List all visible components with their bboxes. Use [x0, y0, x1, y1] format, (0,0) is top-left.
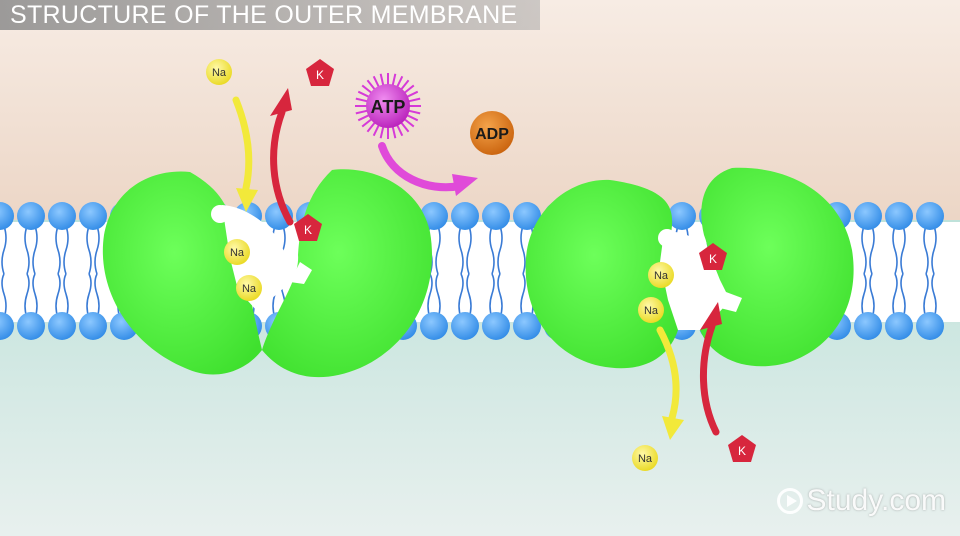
atp-molecule: ATP: [355, 73, 421, 139]
atp-to-adp-arrow: [378, 142, 464, 192]
potassium-ion: K: [294, 214, 322, 241]
sodium-ion: Na: [236, 275, 262, 301]
svg-text:Na: Na: [242, 283, 257, 295]
title-bar: STRUCTURE OF THE OUTER MEMBRANE: [0, 0, 540, 30]
svg-text:Na: Na: [212, 67, 227, 79]
svg-text:K: K: [304, 223, 312, 237]
adp-label: ADP: [475, 126, 509, 143]
potassium-ion: K: [699, 243, 727, 270]
svg-text:Na: Na: [230, 247, 245, 259]
svg-text:Na: Na: [638, 453, 653, 465]
sodium-ion: Na: [638, 297, 664, 323]
sodium-ion: Na: [224, 239, 250, 265]
sodium-ion: Na: [206, 59, 232, 85]
potassium-entry-arrow: [699, 322, 720, 436]
adp-molecule: ADP: [470, 111, 514, 155]
svg-text:K: K: [738, 444, 746, 458]
sodium-potassium-pump-right: [525, 167, 854, 369]
potassium-in-arrow: [270, 108, 294, 226]
study-watermark: Study.com: [776, 484, 947, 518]
sodium-ion: Na: [648, 262, 674, 288]
watermark-text: Study.com: [806, 484, 947, 517]
play-circle-icon: [776, 488, 803, 514]
svg-text:Na: Na: [644, 305, 659, 317]
svg-text:Na: Na: [654, 270, 669, 282]
potassium-ion: K: [728, 435, 756, 462]
svg-text:K: K: [316, 68, 324, 82]
sodium-out-arrow: [232, 96, 253, 192]
arrows: [232, 88, 722, 440]
svg-text:K: K: [709, 252, 717, 266]
potassium-ion: K: [306, 59, 334, 86]
sodium-release-arrow: [656, 326, 680, 422]
page-title: STRUCTURE OF THE OUTER MEMBRANE: [10, 1, 518, 29]
atp-label: ATP: [371, 97, 406, 117]
sodium-ion: Na: [632, 445, 658, 471]
